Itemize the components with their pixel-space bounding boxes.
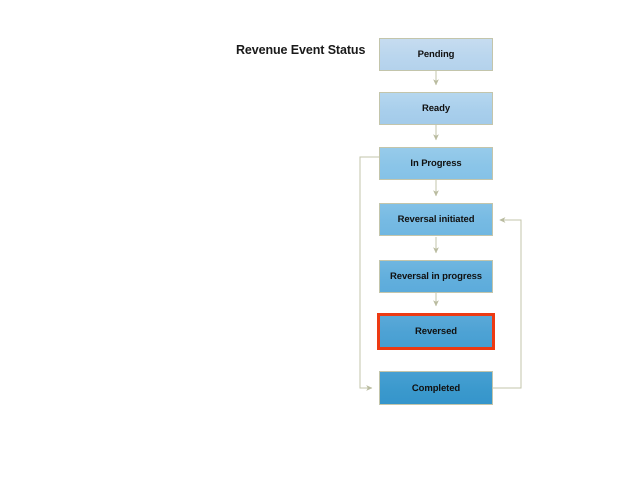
node-completed[interactable]: Completed <box>379 371 493 405</box>
node-reversal-in-progress[interactable]: Reversal in progress <box>379 260 493 293</box>
node-label: In Progress <box>410 158 462 169</box>
edge-in-progress-to-completed <box>359 156 379 391</box>
page-title: Revenue Event Status <box>236 43 366 57</box>
node-label: Reversal in progress <box>390 271 482 282</box>
node-label: Completed <box>411 382 461 394</box>
edge-completed-to-reversal-initiated <box>493 217 522 389</box>
node-reversal-initiated[interactable]: Reversal initiated <box>379 203 493 236</box>
node-label: Reversed <box>415 326 457 337</box>
node-label: Ready <box>421 103 450 114</box>
node-label: Pending <box>417 49 455 60</box>
node-label: Reversal initiated <box>397 214 475 225</box>
node-reversed[interactable]: Reversed <box>377 313 495 350</box>
node-ready[interactable]: Ready <box>379 92 493 125</box>
node-in-progress[interactable]: In Progress <box>379 147 493 180</box>
node-pending[interactable]: Pending <box>379 38 493 71</box>
